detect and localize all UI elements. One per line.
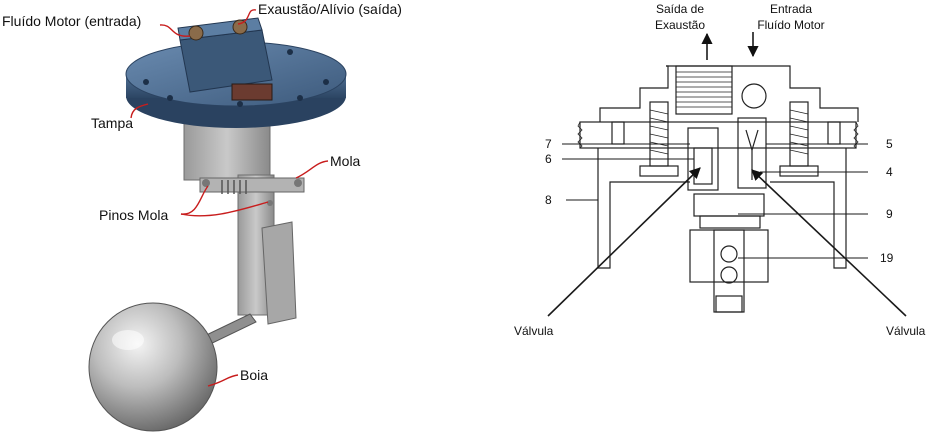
label-motor-fluid-inlet: Fluído Motor (entrada) [2, 13, 141, 29]
label-exhaust-outlet-2: Exaustão [655, 18, 705, 32]
outlet-port [232, 19, 248, 35]
label-exhaust-relief-outlet: Exaustão/Alívio (saída) [258, 1, 402, 17]
label-float: Boia [240, 367, 268, 383]
float-switch-illustration [88, 17, 347, 432]
float-ball [88, 302, 218, 432]
part-number-8: 8 [545, 193, 552, 207]
label-cover: Tampa [91, 115, 133, 131]
left-labels: Fluído Motor (entrada) Exaustão/Alívio (… [2, 1, 402, 383]
label-motor-fluid-inlet-2: Fluído Motor [757, 18, 824, 32]
part-number-9: 9 [886, 207, 893, 221]
name-plate [231, 83, 273, 101]
label-spring-pins: Pinos Mola [99, 207, 168, 223]
upper-bracket [183, 117, 271, 181]
right-leader-lines [547, 32, 907, 317]
part-number-7: 7 [545, 137, 552, 151]
left-leader-lines [130, 9, 329, 387]
part-number-6: 6 [545, 152, 552, 166]
part-number-4: 4 [886, 165, 893, 179]
label-valve-left: Válvula [514, 324, 554, 338]
part-number-5: 5 [886, 137, 893, 151]
inlet-port [188, 25, 204, 41]
label-spring: Mola [330, 153, 361, 169]
right-labels: Saída de Exaustão Entrada Fluído Motor 7… [514, 2, 926, 338]
label-valve-right: Válvula [886, 324, 926, 338]
side-plate [261, 221, 297, 325]
part-number-19: 19 [880, 251, 894, 265]
label-motor-fluid-inlet-1: Entrada [770, 2, 812, 16]
label-exhaust-outlet-1: Saída de [656, 2, 704, 16]
spring-assembly [199, 177, 305, 206]
cross-section-drawing [577, 65, 859, 313]
